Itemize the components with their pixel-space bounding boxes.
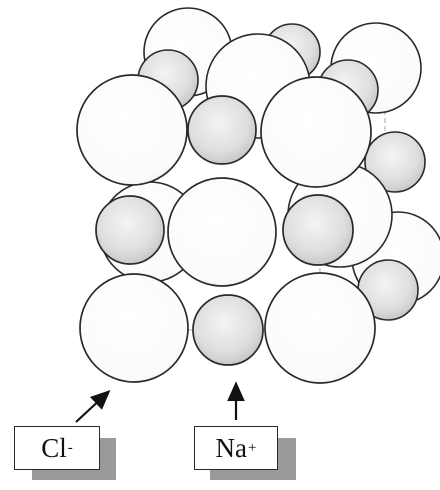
sodium-ion [364,131,426,193]
chloride-ion [167,177,277,287]
chloride-label: Cl- [14,426,100,470]
sodium-ion [282,194,354,266]
chloride-ion [260,76,372,188]
front-layer-ions [76,74,376,384]
chloride-ion [264,272,376,384]
chloride-symbol: Cl [41,432,67,463]
chloride-arrow [75,390,111,423]
sodium-ion [187,95,257,165]
chloride-ion [79,273,189,383]
sodium-ion [95,195,165,265]
sodium-label: Na+ [194,426,278,470]
sodium-symbol: Na [215,432,247,463]
chloride-ion [76,74,188,186]
label-arrows [75,381,245,423]
sodium-ion [192,294,264,366]
